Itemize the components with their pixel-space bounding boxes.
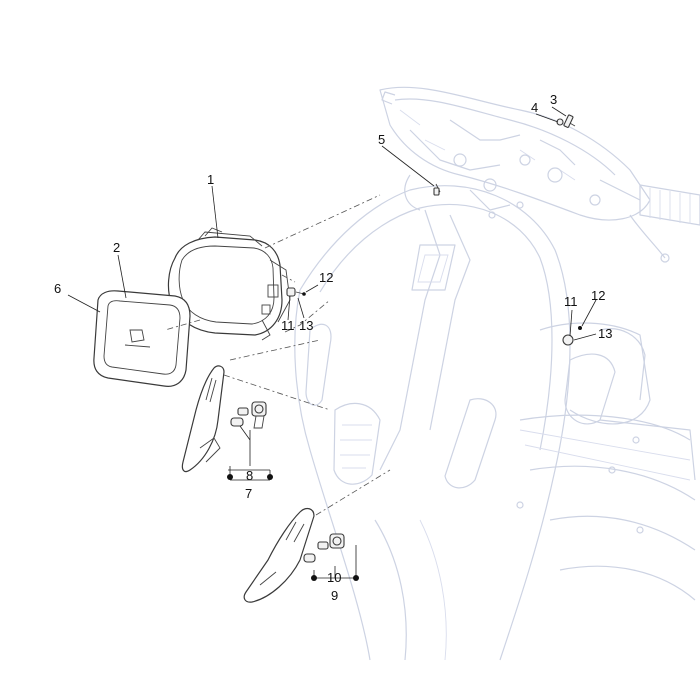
callout-labels: 1 2 3 4 5 6 7 8 9 10 11 11 12 12 13 13 bbox=[54, 92, 612, 603]
callout-8: 8 bbox=[246, 468, 253, 483]
callout-11-right: 11 bbox=[564, 294, 578, 309]
right-turn-indicator-lens bbox=[243, 507, 315, 603]
left-bulb-holder-part bbox=[251, 401, 267, 429]
callout-12-right: 12 bbox=[591, 288, 605, 303]
callout-12-left: 12 bbox=[319, 270, 333, 285]
callout-11-left: 11 bbox=[281, 318, 295, 333]
right-bulb-holder-part bbox=[329, 533, 345, 549]
callout-13-right: 13 bbox=[598, 326, 612, 341]
callout-4: 4 bbox=[531, 100, 538, 115]
callout-9: 9 bbox=[331, 588, 338, 603]
left-turn-indicator-lens bbox=[181, 365, 225, 473]
callout-6: 6 bbox=[54, 281, 61, 296]
callout-7: 7 bbox=[245, 486, 252, 501]
callout-13-left: 13 bbox=[299, 318, 313, 333]
leader-lines bbox=[67, 106, 597, 579]
assembly-lines bbox=[164, 194, 391, 516]
left-bulb-part bbox=[230, 417, 244, 427]
callout-1: 1 bbox=[207, 172, 214, 187]
fastener-dots bbox=[227, 474, 359, 581]
callout-3: 3 bbox=[550, 92, 557, 107]
headlamp-bezel-frame-part bbox=[93, 290, 191, 387]
callout-2: 2 bbox=[113, 240, 120, 255]
callout-5: 5 bbox=[378, 132, 385, 147]
scooter-front-shield-ghost bbox=[294, 185, 696, 661]
callout-10: 10 bbox=[327, 570, 341, 585]
handlebar-assembly-ghost bbox=[379, 86, 700, 263]
screw-parts bbox=[286, 114, 582, 346]
left-wedge-bulb-part bbox=[237, 407, 249, 416]
headlamp-housing-part bbox=[167, 227, 291, 341]
right-bulb-part bbox=[303, 541, 329, 563]
